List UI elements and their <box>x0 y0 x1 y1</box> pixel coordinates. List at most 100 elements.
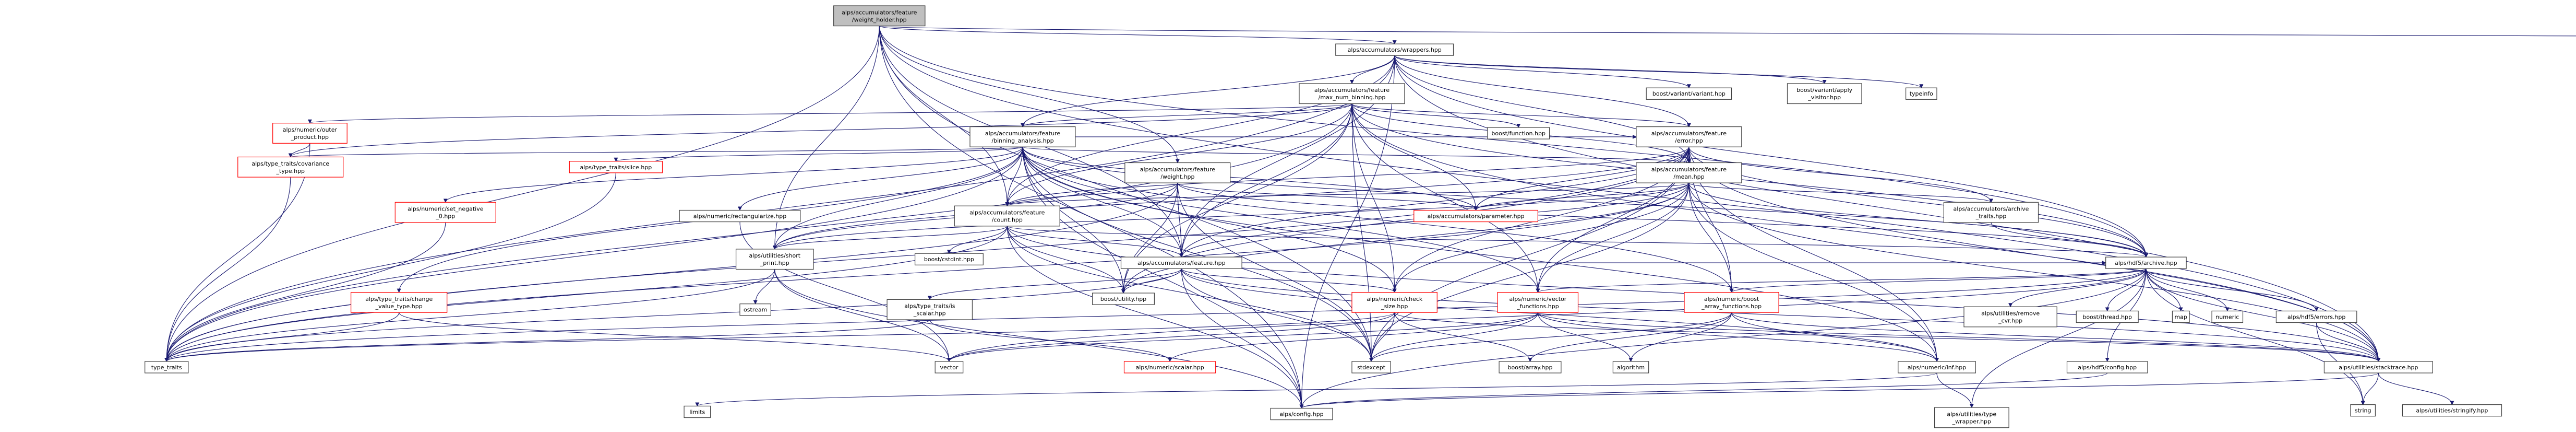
edge-mean-to-archive <box>1688 183 2148 258</box>
node-outer_product[interactable]: alps/numeric/outer_product.hpp <box>272 123 348 144</box>
node-vector[interactable]: vector <box>934 361 964 373</box>
node-error[interactable]: alps/accumulators/feature/error.hpp <box>1636 126 1742 147</box>
node-numeric_inf[interactable]: alps/numeric/inf.hpp <box>1898 361 1976 373</box>
node-boost_utility[interactable]: boost/utility.hpp <box>1092 293 1155 305</box>
edge-vector_functions-to-stacktrace <box>1537 312 2381 362</box>
node-weight[interactable]: alps/accumulators/feature/weight.hpp <box>1124 162 1231 183</box>
node-rectangularize[interactable]: alps/numeric/rectangularize.hpp <box>679 209 801 223</box>
node-label-limits-0: limits <box>689 408 705 415</box>
edge-mean-to-check_size <box>1392 183 1690 293</box>
edge-binning_analysis-to-covariance_type <box>289 146 1023 158</box>
node-label-short_print-0: alps/utilities/short <box>749 252 801 259</box>
node-covariance_type[interactable]: alps/type_traits/covariance_type.hpp <box>237 156 344 178</box>
edge-max_num_binning-to-parameter <box>1351 103 1478 211</box>
node-boost_array_functions[interactable]: alps/numeric/boost_array_functions.hpp <box>1684 291 1779 313</box>
edge-count-to-stdexcept <box>1007 226 1374 362</box>
node-box-numeric_scalar <box>1123 361 1216 373</box>
node-label-weight-0: alps/accumulators/feature <box>1140 166 1215 173</box>
node-max_num_binning[interactable]: alps/accumulators/feature/max_num_binnin… <box>1299 83 1405 104</box>
node-count[interactable]: alps/accumulators/feature/count.hpp <box>954 205 1060 227</box>
edge-binning_analysis-to-check_size <box>1022 147 1397 293</box>
node-box-apply_visitor <box>1787 83 1862 104</box>
node-label-algorithm-0: algorithm <box>1617 364 1645 371</box>
node-parameter[interactable]: alps/accumulators/parameter.hpp <box>1413 209 1539 223</box>
edge-max_num_binning-to-covariance_type <box>289 103 1352 158</box>
edge-binning_analysis-to-feature_hpp <box>1022 147 1184 258</box>
node-boost_function[interactable]: boost/function.hpp <box>1487 127 1550 139</box>
node-label-weight-1: /weight.hpp <box>1160 173 1194 180</box>
node-boost_thread[interactable]: boost/thread.hpp <box>2076 310 2139 323</box>
node-weight_holder[interactable]: alps/accumulators/feature/weight_holder.… <box>833 5 926 27</box>
edge-archive-to-hdf5_errors <box>2146 268 2319 312</box>
edge-short_print-to-alps_config <box>774 269 1304 409</box>
edge-covariance_type-to-type_traits <box>164 177 291 362</box>
node-label-apply_visitor-1: _visitor.hpp <box>1807 94 1841 101</box>
node-archive[interactable]: alps/hdf5/archive.hpp <box>2105 256 2187 269</box>
node-algorithm[interactable]: algorithm <box>1612 361 1649 373</box>
node-label-rectangularize-0: alps/numeric/rectangularize.hpp <box>693 213 786 220</box>
node-label-apply_visitor-0: boost/variant/apply <box>1796 87 1853 94</box>
edge-weight_holder-to-type_traits <box>164 26 880 362</box>
edge-feature_hpp-to-stdexcept <box>1181 268 1374 362</box>
node-label-type_wrapper-1: _wrapper.hpp <box>1952 418 1991 425</box>
edge-wrappers-to-apply_visitor <box>1394 55 1827 84</box>
edge-hdf5_config-to-alps_config <box>1299 372 2108 409</box>
node-feature_hpp[interactable]: alps/accumulators/feature.hpp <box>1120 256 1242 269</box>
edge-weight_holder-to-archive <box>879 26 2148 258</box>
node-map[interactable]: map <box>2172 310 2190 323</box>
node-limits[interactable]: limits <box>684 405 711 418</box>
node-box-typeinfo <box>1906 87 1937 100</box>
node-stringify[interactable]: alps/utilities/stringify.hpp <box>2402 404 2502 417</box>
node-variant[interactable]: boost/variant/variant.hpp <box>1646 87 1732 100</box>
node-is_scalar[interactable]: alps/type_traits/is_scalar.hpp <box>886 299 973 320</box>
node-label-max_num_binning-1: /max_num_binning.hpp <box>1319 94 1386 101</box>
node-hdf5_errors[interactable]: alps/hdf5/errors.hpp <box>2275 310 2357 323</box>
node-box-map <box>2172 310 2190 323</box>
edge-numeric_inf-to-type_wrapper <box>1936 372 1974 408</box>
node-type_traits[interactable]: type_traits <box>145 361 189 373</box>
node-slice[interactable]: alps/type_traits/slice.hpp <box>569 161 663 173</box>
node-hdf5_config[interactable]: alps/hdf5/config.hpp <box>2066 361 2148 373</box>
node-label-numeric_inf-0: alps/numeric/inf.hpp <box>1908 364 1967 371</box>
node-label-outer_product-1: _product.hpp <box>291 134 329 141</box>
edge-short_print-to-ostream <box>753 269 775 305</box>
node-label-change_value_type-0: alps/type_traits/change <box>365 296 433 302</box>
node-label-stringify-0: alps/utilities/stringify.hpp <box>2416 407 2488 414</box>
node-label-is_negative-1: _0.hpp <box>435 213 455 220</box>
node-alps_config[interactable]: alps/config.hpp <box>1270 407 1333 421</box>
node-box-boost_function <box>1487 127 1550 139</box>
node-numeric_scalar[interactable]: alps/numeric/scalar.hpp <box>1123 361 1216 373</box>
node-ostream[interactable]: ostream <box>739 303 772 316</box>
node-is_negative[interactable]: alps/numeric/set_negative_0.hpp <box>394 202 496 223</box>
node-vector_functions[interactable]: alps/numeric/vector_functions.hpp <box>1497 291 1579 313</box>
node-box-vector_functions <box>1497 291 1579 313</box>
edge-short_print-to-type_traits <box>164 269 775 362</box>
node-box-type_wrapper <box>1934 407 2009 428</box>
node-remove_cvr[interactable]: alps/utilities/remove_cvr.hpp <box>1963 306 2057 328</box>
edge-weight_holder-to-stdexcept <box>879 26 1374 362</box>
edge-mean-to-short_print <box>772 182 1690 250</box>
node-label-boost_array-0: boost/array.hpp <box>1508 364 1553 371</box>
edge-weight-to-type_traits <box>164 183 1178 362</box>
node-cstdint[interactable]: boost/cstdint.hpp <box>914 253 984 265</box>
node-type_wrapper[interactable]: alps/utilities/type_wrapper.hpp <box>1934 407 2009 428</box>
node-stdexcept[interactable]: stdexcept <box>1351 361 1391 373</box>
node-archive_traits[interactable]: alps/accumulators/archive_traits.hpp <box>1943 202 2039 223</box>
edge-archive-to-type_wrapper <box>1969 268 2147 408</box>
edge-archive-to-boost_thread <box>2105 268 2147 312</box>
node-wrappers[interactable]: alps/accumulators/wrappers.hpp <box>1335 43 1454 56</box>
edge-binning_analysis-to-boost_array_functions <box>1022 147 1734 293</box>
node-stacktrace[interactable]: alps/utilities/stacktrace.hpp <box>2323 361 2433 373</box>
node-short_print[interactable]: alps/utilities/short_print.hpp <box>735 249 814 270</box>
node-change_value_type[interactable]: alps/type_traits/change_value_type.hpp <box>350 291 448 313</box>
node-check_size[interactable]: alps/numeric/check_size.hpp <box>1351 291 1437 313</box>
node-mean[interactable]: alps/accumulators/feature/mean.hpp <box>1636 162 1742 183</box>
edge-wrappers-to-type_traits <box>164 55 1395 362</box>
node-apply_visitor[interactable]: boost/variant/apply_visitor.hpp <box>1787 83 1862 104</box>
node-boost_array[interactable]: boost/array.hpp <box>1499 361 1562 373</box>
node-typeinfo[interactable]: typeinfo <box>1906 87 1937 100</box>
node-numeric[interactable]: numeric <box>2211 310 2244 323</box>
edge-error-to-parameter <box>1473 147 1690 211</box>
node-binning_analysis[interactable]: alps/accumulators/feature/binning_analys… <box>969 126 1076 147</box>
node-string[interactable]: string <box>2350 404 2376 417</box>
